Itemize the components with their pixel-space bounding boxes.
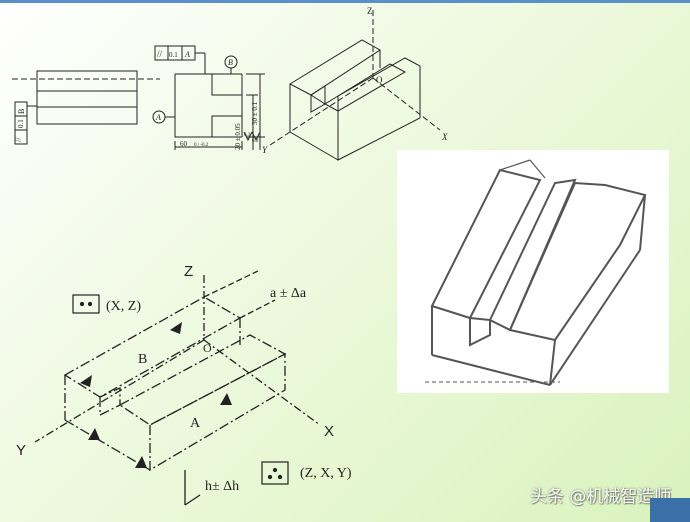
face-b: B xyxy=(138,352,147,367)
datum-b: B xyxy=(228,58,233,67)
top-axis-y: Y xyxy=(262,145,268,155)
bottom-origin: O xyxy=(203,341,212,355)
dim-bottom: h± Δh xyxy=(205,479,239,494)
bottom-axis-z: Z xyxy=(184,263,193,280)
top-accent-bar xyxy=(0,0,690,3)
constraint-1: (X, Z) xyxy=(106,299,141,314)
rough-2: 6.3 xyxy=(252,139,259,144)
frame-side-2: 0.1 xyxy=(17,119,25,128)
frame-label-1: // xyxy=(157,49,163,59)
bottom-axis-x: X xyxy=(324,423,334,440)
top-isometric-block: Z X Y O xyxy=(262,6,448,161)
frame-side-1: // xyxy=(14,137,23,142)
dim-right-2: 30 ± 0.1 xyxy=(251,101,259,125)
dim-bottom-tol: 0 / -0.2 xyxy=(194,143,209,148)
datum-a: A xyxy=(155,113,161,122)
bottom-isometric-block: Z X Y O B A a ± Δa h± Δh (X, Z) (Z, X, Y… xyxy=(16,263,352,506)
constraint-2: (Z, X, Y) xyxy=(300,466,352,481)
top-front-view: // 0.1 B xyxy=(12,70,160,145)
dim-top: a ± Δa xyxy=(270,286,307,301)
frame-label-3: A xyxy=(184,50,190,59)
rough-1: 6.3 xyxy=(244,133,251,138)
top-origin: O xyxy=(376,75,383,85)
top-side-view: // 0.1 A B A 60 0 / -0.2 20 ± 0.05 30 ± … xyxy=(152,45,265,150)
bottom-axis-y: Y xyxy=(16,442,26,459)
frame-label-2: 0.1 xyxy=(169,51,178,59)
face-a: A xyxy=(190,416,201,431)
frame-side-3: B xyxy=(17,109,26,114)
top-axis-x: X xyxy=(441,132,448,142)
dim-bottom: 60 xyxy=(180,140,188,148)
top-axis-z: Z xyxy=(367,6,373,16)
hand-sketch xyxy=(425,159,647,386)
watermark-text: 头条 @机械智造师 xyxy=(530,487,672,507)
corner-nav-button[interactable] xyxy=(650,498,690,522)
dim-right-1: 20 ± 0.05 xyxy=(234,123,242,150)
